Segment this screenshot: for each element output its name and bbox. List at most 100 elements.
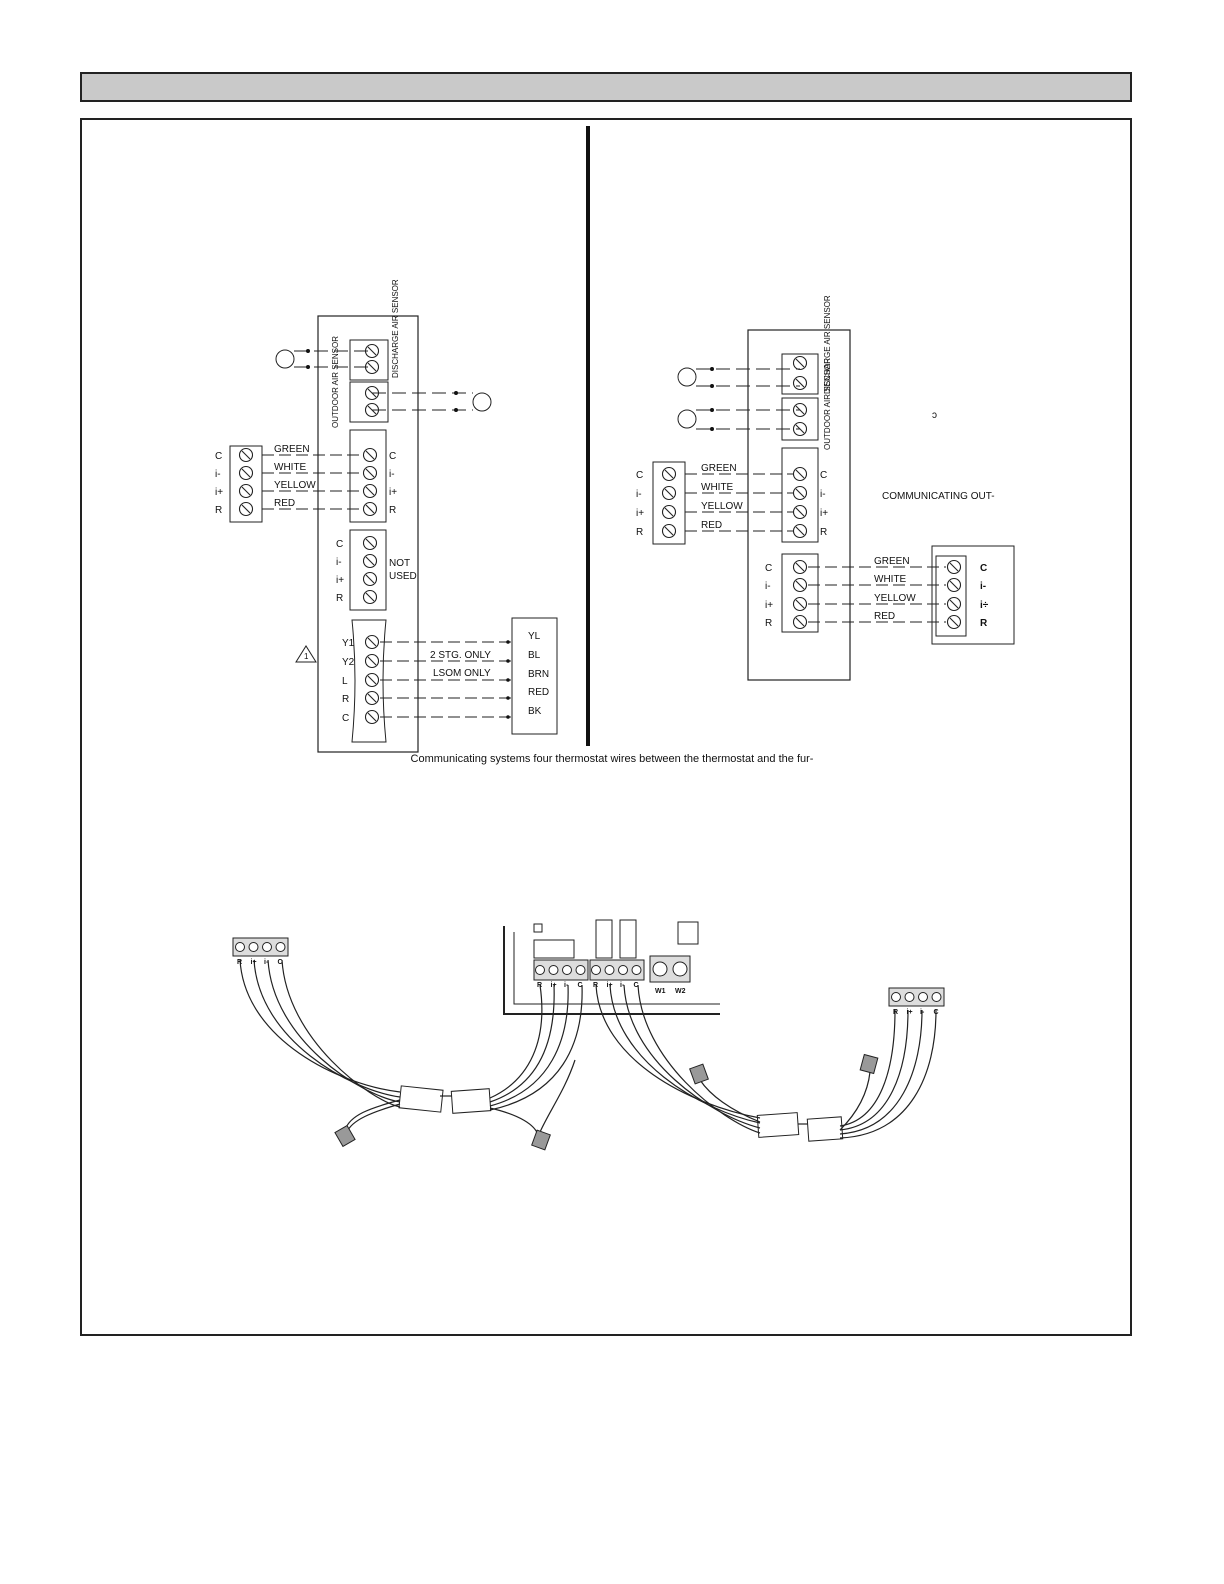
board-terminal-label: R xyxy=(389,505,396,516)
thermostat-terminal-block-right xyxy=(652,461,686,545)
wire-junction-dot xyxy=(506,678,510,682)
out-device-terminal-label: C xyxy=(980,563,987,574)
board-block-b-label: C xyxy=(634,982,639,989)
sensor-screw-terminal xyxy=(364,402,380,418)
board-screw-terminal xyxy=(792,485,808,501)
board-block-b-screw xyxy=(631,965,642,975)
sensor-screw-terminal xyxy=(792,421,808,437)
wire-junction-dot xyxy=(506,640,510,644)
bottom-terminal-block xyxy=(351,619,387,743)
discharge-sensor-label-right: DISCHARGE AIR SENSOR xyxy=(823,295,832,394)
wire-color-label: WHITE xyxy=(274,462,307,473)
board-terminal-label: R xyxy=(820,527,827,538)
figure-frame xyxy=(80,118,1132,1336)
right-harness-plug xyxy=(888,987,945,1007)
wire-color-label: GREEN xyxy=(274,444,310,455)
board-block-b xyxy=(589,959,645,981)
wire-color-label: RED xyxy=(274,498,295,509)
board-terminal-label: C xyxy=(389,451,396,462)
not-used-label-2: USED xyxy=(389,571,417,582)
wire-junction-dot xyxy=(506,696,510,700)
wire-nut-left-1 xyxy=(334,1124,356,1148)
thermostat-screw-terminal xyxy=(238,501,254,517)
out-device-screw-terminal xyxy=(946,559,962,575)
out-device-screw-terminal xyxy=(946,614,962,630)
thermostat-screw-terminal xyxy=(661,485,677,501)
thermostat-screw-terminal xyxy=(238,465,254,481)
board-out-screw-terminal xyxy=(792,559,808,575)
stage-note: 2 STG. ONLY xyxy=(430,650,491,661)
board-comm-terminal-block xyxy=(349,429,387,523)
board-block-b-label: R xyxy=(593,982,598,989)
unused-terminal-label: R xyxy=(336,593,343,604)
board-block-b-label: i+ xyxy=(607,982,613,989)
outdoor-wire-code: BRN xyxy=(528,669,549,680)
wire-color-label: RED xyxy=(701,520,722,531)
out-terminal-strip xyxy=(935,555,967,637)
left-plug-label: i- xyxy=(264,959,269,966)
thermostat-screw-terminal xyxy=(661,504,677,520)
bottom-screw-terminal xyxy=(364,653,380,669)
wire-nut-right-1 xyxy=(689,1063,709,1085)
bottom-terminal-label: Y1 xyxy=(342,638,355,649)
board-out-terminal-label: i+ xyxy=(765,600,773,611)
board-screw-terminal xyxy=(792,466,808,482)
out-device-terminal-label: R xyxy=(980,618,988,629)
thermostat-screw-terminal xyxy=(661,466,677,482)
board-out-screw-terminal xyxy=(792,596,808,612)
sensor-screw-terminal xyxy=(792,402,808,418)
discharge-sensor-block-right xyxy=(781,353,819,395)
communicating-out-device xyxy=(931,545,1015,645)
right-harness-sleeve-2 xyxy=(806,1116,844,1142)
board-block-c-label: W2 xyxy=(675,988,686,995)
furnace-board-edge xyxy=(503,926,720,1015)
left-plug-screw xyxy=(248,942,259,952)
outdoor-sensor-block-right xyxy=(781,397,819,441)
thermostat-screw-terminal xyxy=(661,523,677,539)
board-block-c-screw xyxy=(672,961,688,977)
unused-screw-terminal xyxy=(362,589,378,605)
board-connector-top xyxy=(533,939,575,959)
bottom-screw-terminal xyxy=(364,634,380,650)
thermostat-terminal-label: R xyxy=(215,505,222,516)
wire-color-label: RED xyxy=(874,611,895,622)
wire-color-label: GREEN xyxy=(701,463,737,474)
wire-junction-dot xyxy=(506,715,510,719)
thermostat-terminal-label: i+ xyxy=(636,508,644,519)
board-block-c-screw xyxy=(652,961,668,977)
board-terminal-label: i+ xyxy=(820,508,828,519)
board-relay-2 xyxy=(619,919,637,959)
not-used-label: NOT xyxy=(389,558,410,569)
board-screw-terminal xyxy=(792,504,808,520)
control-board-outline-right xyxy=(747,329,851,681)
right-wiring-diagram: DISCHARGE AIR SENSOR OUTDOOR AIR SENSOR … xyxy=(636,295,1015,681)
note-marker: 1 xyxy=(304,652,309,661)
unused-screw-terminal xyxy=(362,553,378,569)
outdoor-sensor-icon xyxy=(472,392,492,412)
board-small-square xyxy=(533,923,543,933)
figure-caption: Communicating systems four thermostat wi… xyxy=(410,753,814,765)
board-out-screw-terminal xyxy=(792,577,808,593)
outdoor-wire-code: RED xyxy=(528,687,549,698)
bottom-screw-terminal xyxy=(364,690,380,706)
unused-screw-terminal xyxy=(362,535,378,551)
section-header-bar xyxy=(80,72,1132,102)
unused-terminal-label: i- xyxy=(336,557,342,568)
left-harness-sleeve-2 xyxy=(450,1088,492,1114)
left-plug-label: R xyxy=(237,959,242,966)
thermostat-screw-terminal xyxy=(238,483,254,499)
board-block-a-label: i- xyxy=(564,982,569,989)
board-block-b-screw xyxy=(591,965,601,975)
right-plug-screw xyxy=(904,992,915,1002)
board-block-a-screw xyxy=(562,965,572,975)
board-comm-out-block-right xyxy=(781,553,819,633)
wire-color-label: WHITE xyxy=(874,574,907,585)
wire-color-label: WHITE xyxy=(701,482,734,493)
right-harness-wires xyxy=(595,984,937,1139)
board-block-a-screw xyxy=(535,965,545,975)
bottom-terminal-label: Y2 xyxy=(342,657,355,668)
board-terminal-label: i+ xyxy=(389,487,397,498)
board-block-b-screw xyxy=(618,965,628,975)
